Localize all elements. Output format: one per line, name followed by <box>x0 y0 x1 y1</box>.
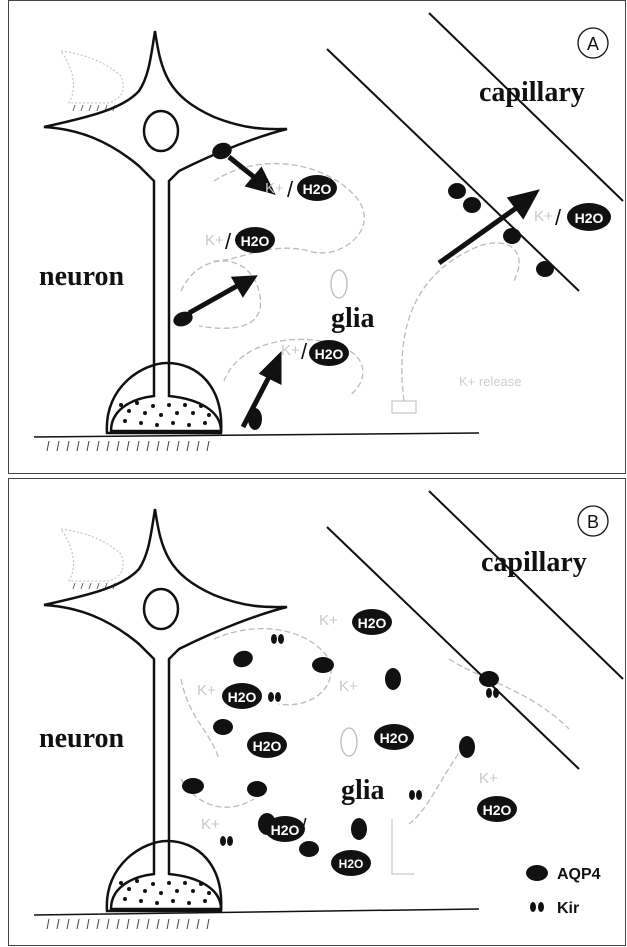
neuron-label: neuron <box>39 723 124 754</box>
vesicles-a <box>119 401 211 427</box>
h2o-badge-2: H2O <box>222 683 262 709</box>
legend-kir-swatch <box>530 902 536 912</box>
legend-aqp4-label: AQP4 <box>557 866 601 883</box>
k-ion-label: K+ <box>534 208 553 225</box>
h2o-label: H2O <box>241 233 270 249</box>
k-ion-label: K+ <box>205 232 224 249</box>
h2o-label: H2O <box>339 857 364 871</box>
h2o-badge-4: H2O <box>374 724 414 750</box>
k-release-label: K+ release <box>459 374 522 389</box>
k-ion-label: K+ <box>201 816 220 833</box>
exchange-label-2: K+ / H2O <box>205 227 275 254</box>
glia-label: glia <box>331 303 375 334</box>
glia-foot-a <box>392 401 416 413</box>
neuron-nucleus <box>144 111 178 151</box>
h2o-label: H2O <box>228 689 257 705</box>
panel-b: B <box>8 478 626 946</box>
h2o-label: H2O <box>271 822 300 838</box>
h2o-badge-7: H2O <box>331 850 371 876</box>
glia-endfoot-process <box>449 659 569 729</box>
capillary-label: capillary <box>479 77 585 108</box>
glia-nucleus-b <box>341 728 357 756</box>
neuron-label: neuron <box>39 261 124 292</box>
k-ion-label: K+ <box>319 612 338 629</box>
h2o-badge-3: H2O <box>247 732 287 758</box>
panel-b-letter: B <box>587 512 599 532</box>
panel-a-diagram: A <box>9 1 625 473</box>
slash-label: / <box>301 339 308 364</box>
k-ion-label: K+ <box>197 682 216 699</box>
vesicles-b <box>119 879 211 905</box>
h2o-label: H2O <box>380 730 409 746</box>
slash-label: / <box>301 816 307 838</box>
legend-kir-swatch-2 <box>538 902 544 912</box>
glia-foot-b <box>392 819 414 874</box>
k-ion-label: K+ <box>281 342 300 359</box>
k-ion-label: K+ <box>265 180 284 197</box>
capillary-label: capillary <box>481 547 587 578</box>
legend: AQP4 Kir <box>526 865 601 917</box>
panel-a-letter: A <box>587 34 599 54</box>
baseline-a <box>34 433 479 437</box>
presynaptic-terminal <box>61 51 123 103</box>
presynaptic-terminal <box>61 529 123 581</box>
exchange-label-1: K+ / H2O <box>265 175 337 202</box>
glia-nucleus-a <box>331 270 347 298</box>
h2o-badge-6: H2O <box>477 796 517 822</box>
panel-b-diagram: B <box>9 479 625 945</box>
h2o-label: H2O <box>575 210 604 226</box>
h2o-label: H2O <box>315 346 344 362</box>
h2o-label: H2O <box>358 615 387 631</box>
neuron-body <box>44 509 287 909</box>
neuron-nucleus <box>144 589 178 629</box>
h2o-label: H2O <box>303 181 332 197</box>
h2o-label: H2O <box>483 802 512 818</box>
exchange-label-3: K+ / H2O <box>281 339 349 366</box>
panel-a: A <box>8 0 626 474</box>
legend-aqp4-swatch <box>526 865 548 881</box>
k-ion-label: K+ <box>479 770 498 787</box>
slash-label: / <box>287 177 294 202</box>
exchange-label-4: K+ / H2O <box>534 203 611 231</box>
postsynaptic-ticks-b <box>47 919 209 929</box>
postsynaptic-ticks-a <box>47 441 209 451</box>
h2o-label: H2O <box>253 738 282 754</box>
h2o-badge-1: H2O <box>352 609 392 635</box>
slash-label: / <box>555 205 562 230</box>
h2o-badge-5: H2O <box>265 816 305 842</box>
glia-label: glia <box>341 775 385 806</box>
baseline-b <box>34 909 479 915</box>
k-ion-label: K+ <box>339 678 358 695</box>
legend-kir-label: Kir <box>557 900 579 917</box>
slash-label: / <box>225 229 232 254</box>
